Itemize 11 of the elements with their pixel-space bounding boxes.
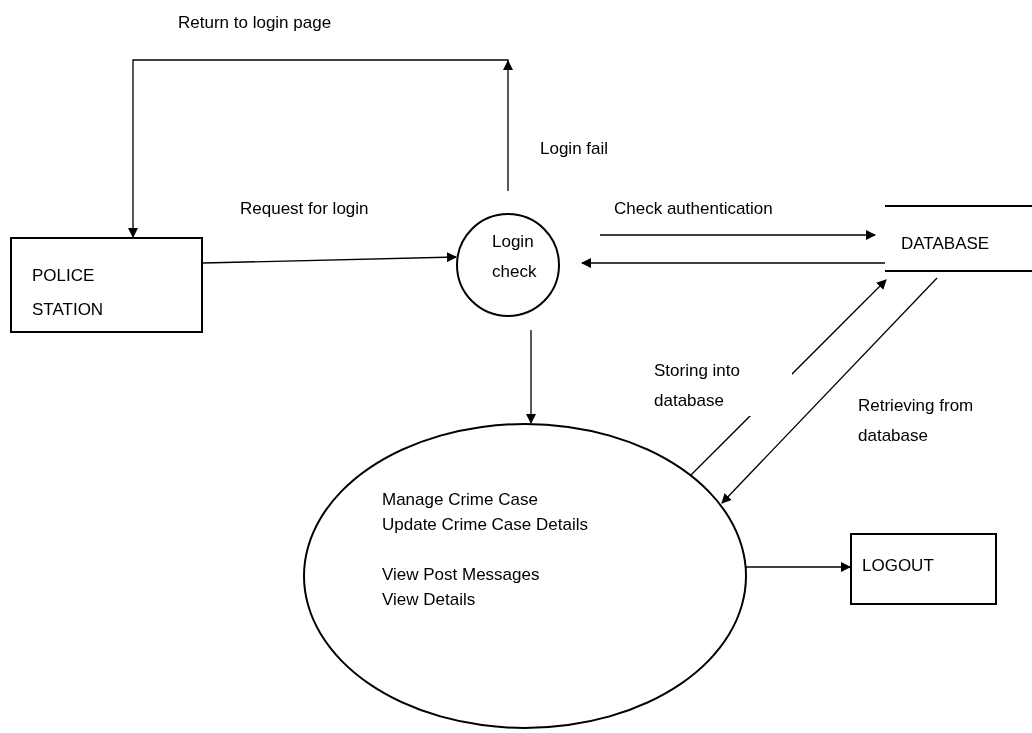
process-text: View Post Messages <box>382 564 541 586</box>
process-text: Update Crime Case Details <box>382 514 589 536</box>
node-text: Login check <box>492 231 538 283</box>
data-store-label: DATABASE <box>901 233 990 255</box>
entity-box <box>10 237 203 333</box>
process-text: View Details <box>382 589 477 611</box>
process-text: Manage Crime Case <box>382 489 539 511</box>
data-store <box>885 205 1032 272</box>
node-text: POLICE STATION <box>32 265 105 321</box>
node-text: LOGOUT <box>862 555 934 577</box>
entity-box <box>850 533 997 605</box>
